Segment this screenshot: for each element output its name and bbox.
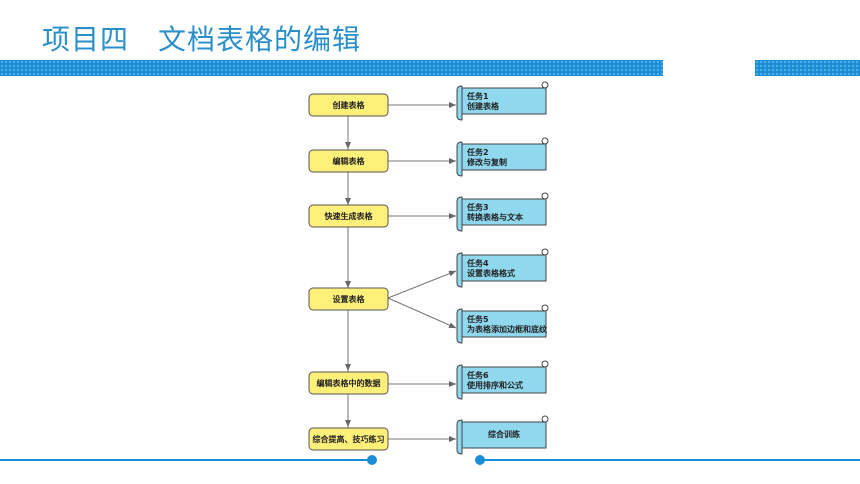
step-node-1: 创建表格	[309, 94, 388, 116]
task-name: 任务6	[467, 371, 489, 380]
task-scroll-5	[456, 304, 549, 344]
task-name: 任务4	[467, 259, 489, 268]
step-label: 设置表格	[332, 294, 365, 304]
step-box-1	[308, 93, 389, 117]
task-desc: 设置表格格式	[467, 269, 515, 278]
step-node-6: 综合提高、技巧练习	[309, 428, 388, 450]
step-box-2	[308, 149, 389, 173]
task-7: 综合训练	[462, 422, 546, 448]
task-scroll-3	[456, 192, 549, 232]
task-name: 任务5	[467, 315, 489, 324]
step-label: 综合提高、技巧练习	[312, 434, 385, 444]
step-label: 编辑表格	[332, 156, 365, 166]
bottom-dot-right	[475, 455, 485, 465]
task-desc: 综合训练	[488, 430, 520, 439]
task-name: 任务2	[467, 148, 489, 157]
step-box-6	[308, 427, 389, 451]
task-4: 任务4 设置表格格式	[467, 259, 515, 279]
step-box-3	[308, 204, 389, 228]
bottom-dot-left	[367, 455, 377, 465]
task-desc: 修改与复制	[467, 158, 507, 167]
task-name: 任务3	[467, 203, 489, 212]
page-title: 项目四 文档表格的编辑	[42, 23, 362, 56]
task-5: 任务5 为表格添加边框和底纹	[467, 315, 547, 335]
task-desc: 为表格添加边框和底纹	[467, 325, 547, 334]
process-boxes	[308, 93, 389, 451]
connectors	[387, 102, 457, 442]
step-node-2: 编辑表格	[309, 150, 388, 172]
step-node-5: 编辑表格中的数据	[309, 372, 388, 394]
step-node-3: 快速生成表格	[309, 205, 388, 227]
step-box-5	[308, 371, 389, 395]
task-scroll-6	[456, 360, 549, 400]
task-name: 任务1	[467, 92, 489, 101]
step-label: 创建表格	[332, 100, 365, 110]
step-label: 快速生成表格	[324, 211, 373, 221]
header-band-right	[755, 60, 860, 76]
task-3: 任务3 转换表格与文本	[467, 203, 523, 223]
task-scrolls	[456, 81, 549, 455]
task-6: 任务6 使用排序和公式	[467, 371, 523, 391]
task-scroll-7	[456, 415, 549, 455]
task-2: 任务2 修改与复制	[467, 148, 507, 168]
step-node-4: 设置表格	[309, 288, 388, 310]
header-band-left	[0, 60, 663, 76]
task-desc: 转换表格与文本	[467, 213, 523, 222]
step-label: 编辑表格中的数据	[316, 378, 381, 388]
task-scroll-2	[456, 137, 549, 177]
step-box-4	[308, 287, 389, 311]
task-desc: 使用排序和公式	[467, 381, 523, 390]
task-scroll-1	[456, 81, 549, 121]
task-desc: 创建表格	[467, 102, 499, 111]
task-1: 任务1 创建表格	[467, 92, 499, 112]
task-scroll-4	[456, 248, 549, 288]
